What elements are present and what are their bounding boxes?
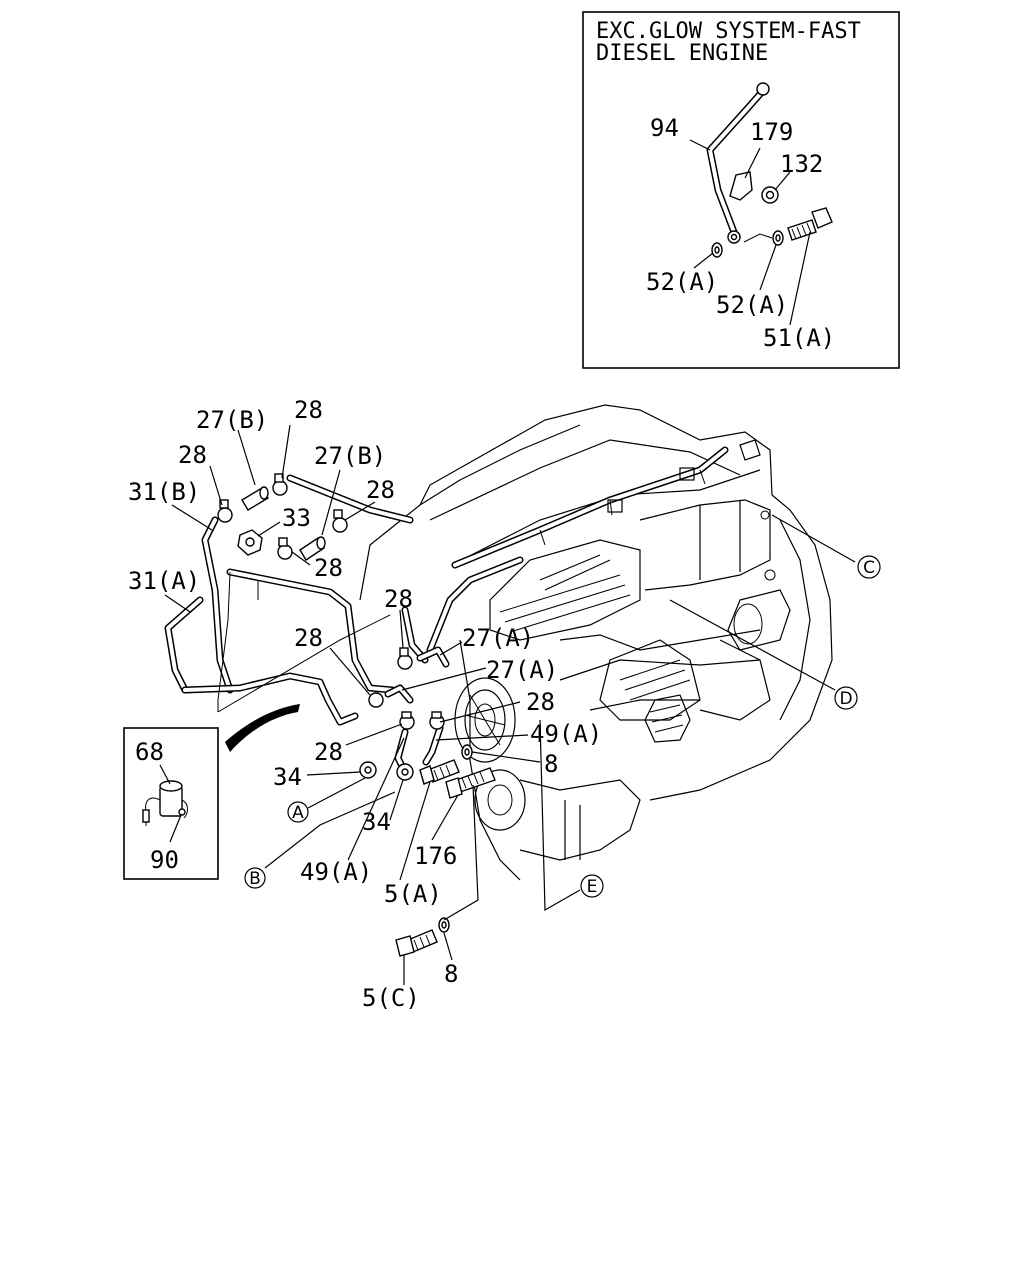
pipe-31a bbox=[164, 596, 204, 694]
ref-circle-b: B bbox=[244, 867, 266, 889]
clamp-28-b bbox=[272, 473, 288, 496]
leader-132 bbox=[774, 171, 791, 191]
washer-52a-left bbox=[711, 242, 723, 258]
label-33: 33 bbox=[282, 504, 311, 532]
ref-circle-a: A bbox=[287, 801, 309, 823]
label-52a-right: 52(A) bbox=[716, 291, 788, 319]
pipe-31b bbox=[201, 516, 234, 694]
label-8-upper: 8 bbox=[544, 750, 558, 778]
leader-94 bbox=[689, 139, 711, 151]
label-27b-lower: 27(B) bbox=[314, 442, 386, 470]
engine-block bbox=[359, 404, 833, 881]
label-49a-left: 49(A) bbox=[300, 858, 372, 886]
leader-51a bbox=[789, 231, 811, 326]
ref-circle-d: D bbox=[834, 686, 858, 710]
inset-title-line2: DIESEL ENGINE bbox=[596, 41, 768, 66]
label-51a: 51(A) bbox=[763, 324, 835, 352]
inset-frame bbox=[582, 11, 900, 369]
clamp-28-f bbox=[368, 692, 384, 708]
label-34-left: 34 bbox=[273, 763, 302, 791]
leader-52a-left bbox=[693, 252, 714, 269]
washer-8-upper bbox=[461, 744, 473, 760]
label-8-lower: 8 bbox=[444, 960, 458, 988]
clamp-28-g bbox=[399, 711, 415, 730]
wire-to-bolt bbox=[743, 233, 773, 243]
washer-8-lower bbox=[438, 917, 450, 933]
clip-90 bbox=[178, 808, 186, 816]
leader-179 bbox=[744, 147, 761, 179]
label-68: 68 bbox=[135, 738, 164, 766]
label-28-left: 28 bbox=[178, 441, 207, 469]
clamp-28-a bbox=[217, 499, 233, 523]
bolt-176 bbox=[445, 767, 496, 799]
svg-text:D: D bbox=[839, 689, 852, 709]
fitting-34-right bbox=[396, 763, 414, 781]
label-28-mid: 28 bbox=[366, 476, 395, 504]
label-31b: 31(B) bbox=[128, 478, 200, 506]
svg-text:A: A bbox=[292, 803, 304, 823]
label-49a-right: 49(A) bbox=[530, 720, 602, 748]
label-34-right: 34 bbox=[362, 808, 391, 836]
pipe-bracket-line-2 bbox=[217, 614, 391, 713]
hose-27b-upper bbox=[241, 486, 269, 511]
washer-52a-right bbox=[772, 230, 784, 246]
bracket-179 bbox=[729, 171, 753, 201]
leaders-main bbox=[164, 424, 856, 985]
label-28-right: 28 bbox=[526, 688, 555, 716]
bolt-51a bbox=[787, 207, 833, 241]
ref-circle-c: C bbox=[857, 555, 881, 579]
label-132: 132 bbox=[780, 150, 823, 178]
inset-title-line1: EXC.GLOW SYSTEM-FAST bbox=[596, 19, 861, 44]
hose-49a-right bbox=[422, 724, 444, 766]
clamp-28-d bbox=[277, 537, 293, 560]
label-27b-upper: 27(B) bbox=[196, 406, 268, 434]
sensor-68 bbox=[142, 780, 188, 826]
label-27a-lower: 27(A) bbox=[486, 656, 558, 684]
ref-circle-e: E bbox=[580, 874, 604, 898]
svg-text:B: B bbox=[249, 869, 261, 889]
label-5c: 5(C) bbox=[362, 984, 420, 1012]
glow-wire-94 bbox=[706, 82, 770, 244]
leader-68 bbox=[159, 764, 171, 785]
label-94: 94 bbox=[650, 114, 679, 142]
fitting-34-left bbox=[359, 761, 377, 779]
label-27a-upper: 27(A) bbox=[462, 624, 534, 652]
label-90: 90 bbox=[150, 846, 179, 874]
elbow-27a-lower bbox=[384, 684, 414, 704]
leader-90 bbox=[169, 814, 182, 843]
inset-sensor: 68 90 bbox=[123, 727, 219, 880]
washer-8-bracket bbox=[443, 784, 479, 921]
leader-52a-right bbox=[759, 244, 777, 291]
pipe-bracket-line bbox=[217, 571, 231, 712]
label-28-pipe: 28 bbox=[314, 554, 343, 582]
view-arrow bbox=[225, 704, 300, 752]
svg-text:C: C bbox=[863, 558, 875, 578]
inset-sensor-frame bbox=[123, 727, 219, 880]
bolt-5a bbox=[419, 759, 460, 785]
nut-33 bbox=[237, 529, 263, 556]
label-28-center: 28 bbox=[294, 624, 323, 652]
clamps-28 bbox=[217, 473, 445, 730]
hose-27b-lower bbox=[299, 536, 326, 561]
label-28-top: 28 bbox=[294, 396, 323, 424]
label-176: 176 bbox=[414, 842, 457, 870]
main-coolant-pipe bbox=[181, 474, 429, 726]
svg-text:E: E bbox=[587, 877, 598, 897]
label-28-lower: 28 bbox=[314, 738, 343, 766]
elbow-27a-upper bbox=[416, 646, 450, 668]
ref-e-line bbox=[539, 719, 581, 912]
label-5a: 5(A) bbox=[384, 880, 442, 908]
label-179: 179 bbox=[750, 118, 793, 146]
clamp-28-c bbox=[332, 509, 348, 533]
bolt-5c bbox=[395, 929, 438, 957]
inset-glow-system: EXC.GLOW SYSTEM-FAST DIESEL ENGINE bbox=[582, 11, 900, 369]
clamp-28-e bbox=[397, 647, 413, 670]
nut-132 bbox=[761, 186, 779, 204]
alternator bbox=[454, 677, 526, 831]
label-52a-left: 52(A) bbox=[646, 268, 718, 296]
label-31a: 31(A) bbox=[128, 567, 200, 595]
clamp-28-h bbox=[429, 711, 445, 730]
label-28-upper-right: 28 bbox=[384, 585, 413, 613]
